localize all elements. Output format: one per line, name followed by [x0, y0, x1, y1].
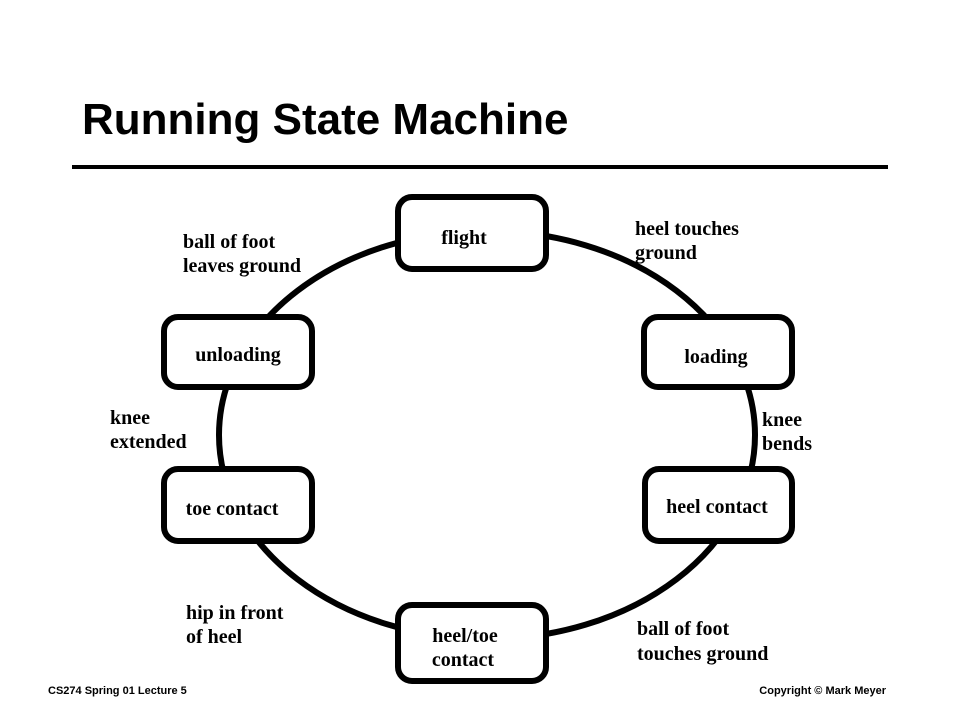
transition-loading-to-heel-contact: knee bends: [762, 409, 812, 455]
transition-label-line2: extended: [110, 431, 187, 453]
state-loading[interactable]: loading: [641, 314, 795, 390]
transition-label-line1: knee: [762, 409, 802, 431]
footer-course: CS274 Spring 01 Lecture 5: [48, 685, 187, 697]
transition-label-line1: ball of foot: [637, 618, 730, 640]
transition-label-line1: knee: [110, 407, 150, 429]
state-label-loading: loading: [684, 346, 747, 368]
transition-heel-toe-to-toe-contact: hip in front of heel: [186, 602, 284, 648]
slide-title: Running State Machine: [82, 95, 569, 144]
state-box: [395, 194, 549, 272]
state-box: [395, 602, 549, 684]
transition-label-line1: hip in front: [186, 602, 284, 624]
state-label-unloading: unloading: [195, 344, 281, 366]
state-box: [161, 466, 315, 544]
transition-heel-contact-to-heel-toe: ball of foot touches ground: [637, 618, 768, 665]
transition-flight-to-loading: heel touches ground: [635, 218, 739, 264]
footer-copyright: Copyright © Mark Meyer: [759, 685, 886, 697]
state-label-heel-toe-line1: heel/toe: [432, 625, 498, 647]
state-flight[interactable]: flight: [395, 194, 549, 272]
state-toe-contact[interactable]: toe contact: [161, 466, 315, 544]
transition-label-line1: heel touches: [635, 218, 739, 240]
transition-label-line2: touches ground: [637, 643, 768, 665]
state-label-heel-contact: heel contact: [666, 496, 768, 518]
title-underline: [72, 165, 888, 169]
transition-label-line2: of heel: [186, 626, 243, 648]
transition-label-line1: ball of foot: [183, 231, 276, 253]
state-box: [642, 466, 795, 544]
state-unloading[interactable]: unloading: [161, 314, 315, 390]
state-box: [161, 314, 315, 390]
transition-label-line2: leaves ground: [183, 255, 301, 277]
state-label-toe-contact: toe contact: [186, 498, 279, 520]
state-box: [641, 314, 795, 390]
transition-label-line2: ground: [635, 242, 697, 264]
state-label-flight: flight: [441, 227, 487, 249]
transition-toe-contact-to-unloading: knee extended: [110, 407, 187, 453]
cycle-ring: [216, 228, 758, 642]
state-heel-contact[interactable]: heel contact: [642, 466, 795, 544]
state-label-heel-toe-line2: contact: [432, 649, 495, 671]
transition-label-line2: bends: [762, 433, 812, 455]
state-heel-toe-contact[interactable]: heel/toe contact: [395, 602, 549, 684]
transition-unloading-to-flight: ball of foot leaves ground: [183, 231, 301, 277]
